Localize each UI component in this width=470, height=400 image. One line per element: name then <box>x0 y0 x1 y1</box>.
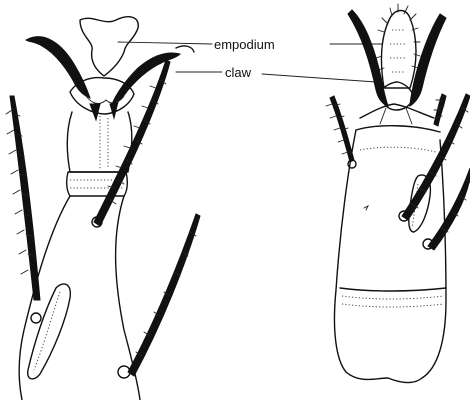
left-tarsus <box>6 17 200 400</box>
label-empodium: empodium <box>214 37 275 52</box>
left-seta-3 <box>128 214 200 376</box>
left-empodium <box>80 17 138 76</box>
right-joint-ring <box>340 288 446 291</box>
left-tarsomere-5 <box>67 112 132 172</box>
label-claw: claw <box>225 65 252 80</box>
left-seta-1 <box>10 96 40 300</box>
claw-leader-line-right <box>262 74 376 82</box>
right-seta-2 <box>428 168 470 250</box>
empodium-leader-line <box>118 42 212 44</box>
right-tarsus <box>326 4 470 383</box>
left-claw-a <box>26 37 90 98</box>
left-claw-b <box>112 53 180 104</box>
